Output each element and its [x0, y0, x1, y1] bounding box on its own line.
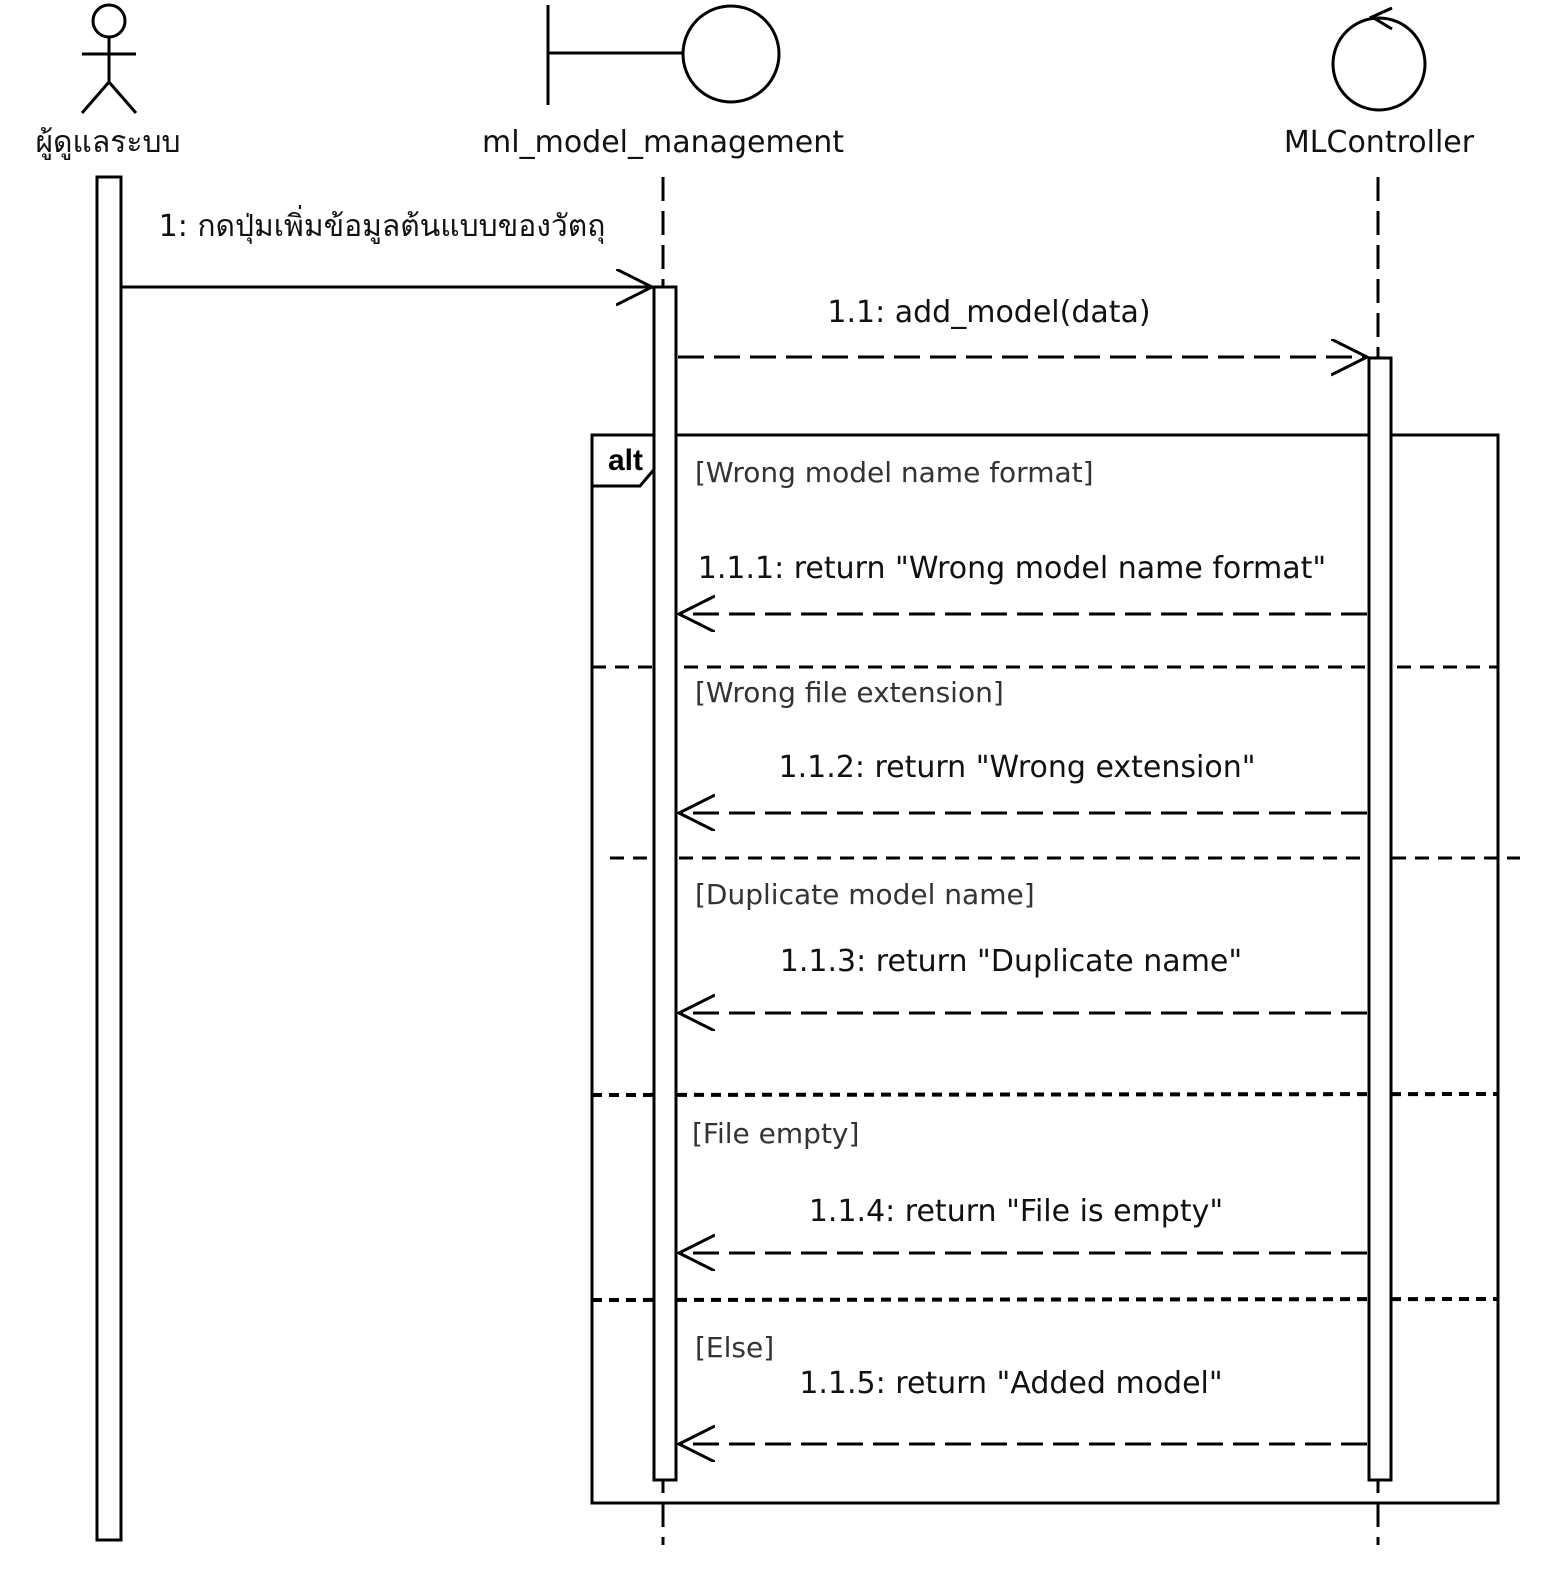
return-message-1-1-5: 1.1.5: return "Added model": [679, 1366, 1367, 1444]
message-label: 1.1: add_model(data): [827, 295, 1150, 330]
return-message-1-1-3: 1.1.3: return "Duplicate name": [679, 944, 1367, 1013]
boundary-activation-bar: [652, 285, 678, 1482]
actor-activation-bar: [95, 175, 123, 1542]
boundary-name: ml_model_management: [482, 125, 844, 160]
message-1-1: 1.1: add_model(data): [678, 295, 1367, 357]
alt-operator-label: alt: [608, 444, 643, 477]
actor-stick-figure-icon: [80, 3, 138, 114]
guard-condition: [Wrong model name format]: [695, 456, 1094, 489]
guard-condition: [Duplicate model name]: [695, 878, 1035, 911]
guard-condition: [File empty]: [692, 1117, 859, 1150]
guard-condition: [Else]: [695, 1331, 774, 1364]
return-label: 1.1.5: return "Added model": [799, 1366, 1222, 1401]
guard-condition: [Wrong file extension]: [695, 676, 1004, 709]
message-1: 1: กดปุ่มเพิ่มข้อมูลต้นแบบของวัตถุ: [121, 205, 652, 287]
return-message-1-1-2: 1.1.2: return "Wrong extension": [679, 750, 1367, 813]
message-label: 1: กดปุ่มเพิ่มข้อมูลต้นแบบของวัตถุ: [159, 205, 606, 245]
operand-separator: [591, 1297, 1499, 1302]
control-name: MLController: [1284, 125, 1475, 160]
alt-fragment: alt [Wrong model name format] [Wrong fil…: [590, 433, 1520, 1505]
control-icon: [1331, 6, 1427, 112]
actor-name: ผู้ดูแลระบบ: [35, 125, 180, 160]
control-activation-bar: [1367, 356, 1393, 1482]
return-label: 1.1.4: return "File is empty": [809, 1194, 1223, 1229]
return-message-1-1-1: 1.1.1: return "Wrong model name format": [679, 551, 1367, 614]
return-label: 1.1.2: return "Wrong extension": [778, 750, 1255, 785]
operand-separator: [591, 1092, 1499, 1097]
boundary-icon: [546, 4, 781, 105]
actor-lifeline: ผู้ดูแลระบบ: [35, 3, 181, 1542]
return-message-1-1-4: 1.1.4: return "File is empty": [679, 1194, 1367, 1253]
alt-frame: [590, 433, 1500, 1505]
return-label: 1.1.1: return "Wrong model name format": [698, 551, 1326, 586]
return-label: 1.1.3: return "Duplicate name": [780, 944, 1242, 979]
